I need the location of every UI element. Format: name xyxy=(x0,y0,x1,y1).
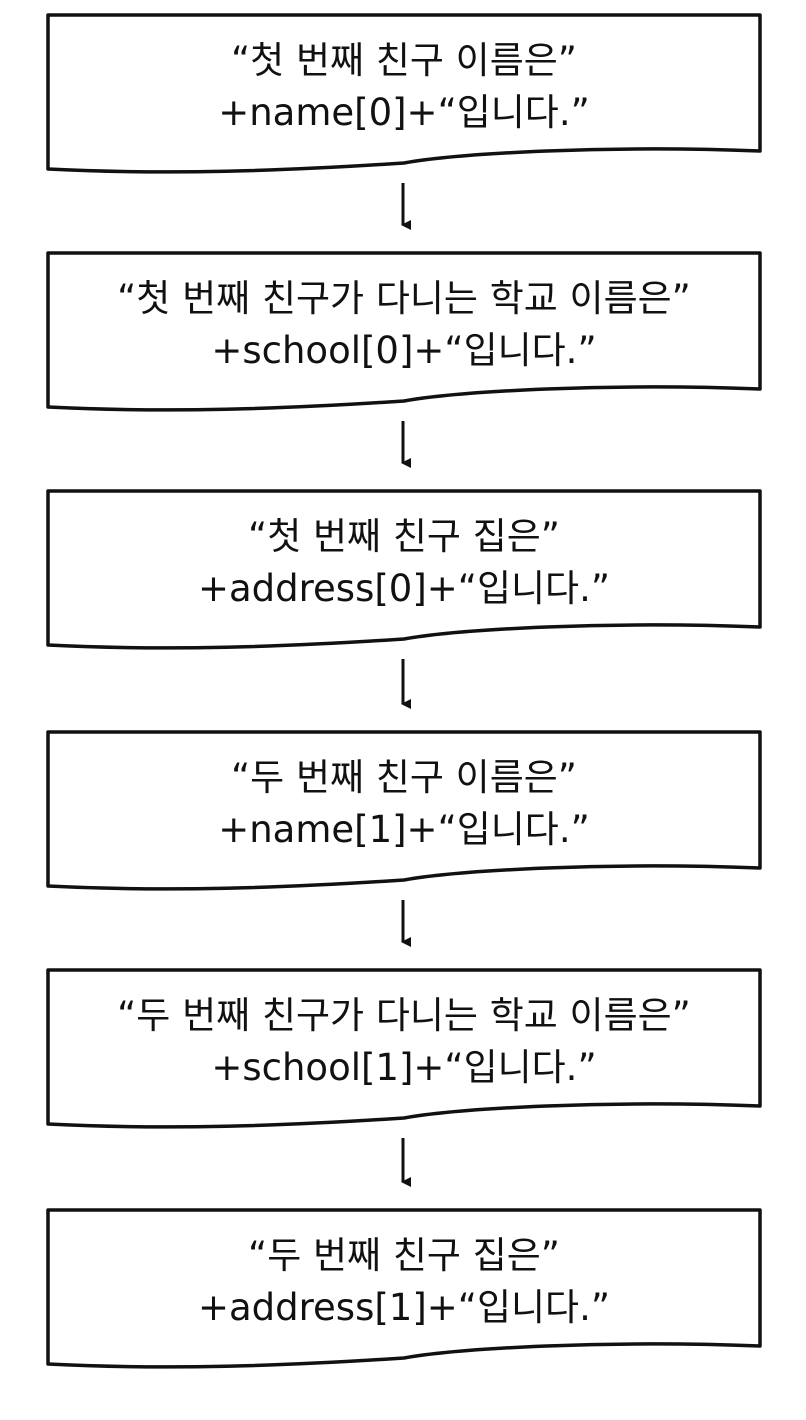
step-text-line2: +school[0]+“입니다.” xyxy=(211,329,596,372)
document-shape xyxy=(46,968,762,1129)
step-text-line1: “두 번째 친구 이름은” xyxy=(231,756,577,799)
process-step-2: “첫 번째 친구가 다니는 학교 이름은” +school[0]+“입니다.” xyxy=(46,251,762,412)
process-step-4: “두 번째 친구 이름은” +name[1]+“입니다.” xyxy=(46,730,762,891)
step-text-line1: “첫 번째 친구 이름은” xyxy=(231,39,577,82)
step-text-line1: “두 번째 친구가 다니는 학교 이름은” xyxy=(117,994,691,1037)
step-text-line2: +address[0]+“입니다.” xyxy=(198,567,610,610)
document-shape xyxy=(46,13,762,174)
process-step-3: “첫 번째 친구 집은” +address[0]+“입니다.” xyxy=(46,489,762,650)
document-shape xyxy=(46,251,762,412)
step-text-line2: +address[1]+“입니다.” xyxy=(198,1286,610,1329)
step-text-line1: “두 번째 친구 집은” xyxy=(248,1234,560,1277)
document-shape xyxy=(46,489,762,650)
step-text-line2: +school[1]+“입니다.” xyxy=(211,1046,596,1089)
step-text-line2: +name[0]+“입니다.” xyxy=(218,91,590,134)
step-text-line2: +name[1]+“입니다.” xyxy=(218,808,590,851)
step-text-line1: “첫 번째 친구가 다니는 학교 이름은” xyxy=(117,277,691,320)
process-step-1: “첫 번째 친구 이름은” +name[0]+“입니다.” xyxy=(46,13,762,174)
document-shape xyxy=(46,1208,762,1369)
process-step-6: “두 번째 친구 집은” +address[1]+“입니다.” xyxy=(46,1208,762,1369)
process-step-5: “두 번째 친구가 다니는 학교 이름은” +school[1]+“입니다.” xyxy=(46,968,762,1129)
step-text-line1: “첫 번째 친구 집은” xyxy=(248,515,560,558)
document-shape xyxy=(46,730,762,891)
